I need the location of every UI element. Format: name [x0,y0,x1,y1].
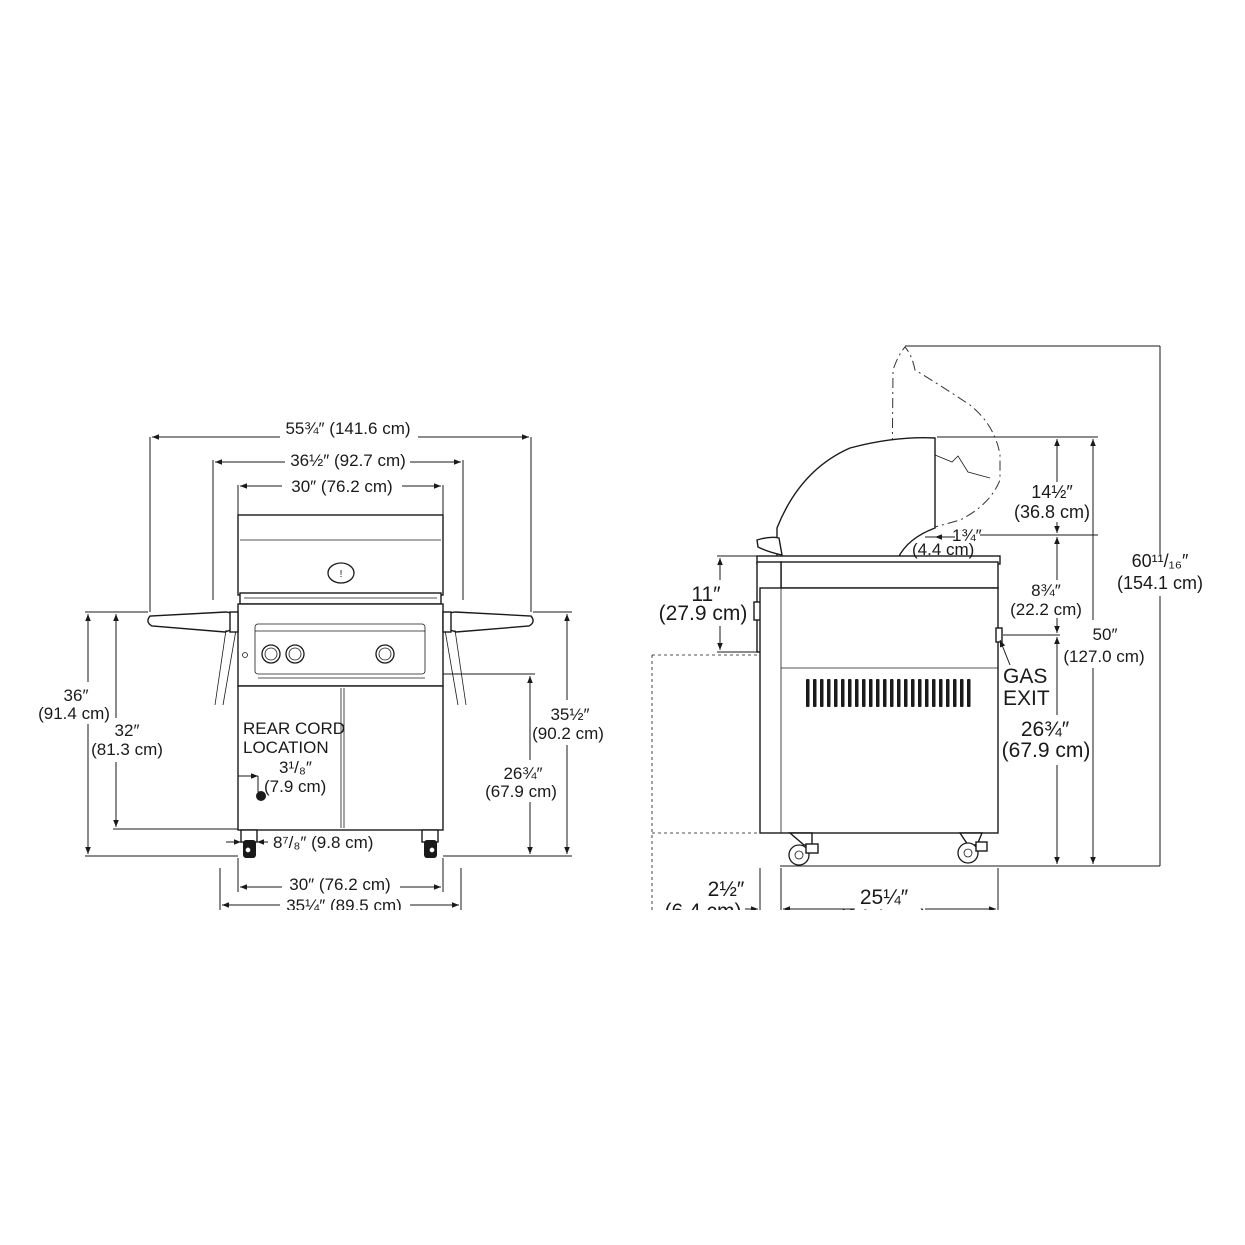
vent-slot [932,679,936,707]
control-height-in: 35½″ [550,705,589,724]
vent-slot [813,679,817,707]
rear-clearance-in: 2½″ [708,878,745,901]
vent-slot [841,679,845,707]
side-view: GAS EXIT 11″ (27.9 cm) 14½″ (36.8 c [651,345,1203,929]
hood-width-label: 36½″ (92.7 cm) [290,451,406,470]
hood-depth-in: 14½″ [1031,482,1073,502]
thermometer-icon [327,562,355,584]
gas-exit-fitting [995,627,1003,643]
front-right-caster [421,829,439,858]
caster-offset-label: 8⁷/₈″ (9.8 cm) [273,833,373,852]
side-handle [756,536,783,556]
vent-slot [834,679,838,707]
side-rear-caster [957,832,988,864]
handle-dimension-cm: (27.9 cm) [659,602,748,625]
shelf-height-in: 32″ [115,721,140,740]
side-hood [776,437,936,559]
closed-height-cm: (127.0 cm) [1063,647,1144,666]
control-height-cm: (90.2 cm) [532,724,604,743]
side-cart [759,587,999,834]
grill-width-dimension: 30″ (76.2 cm) [237,477,444,515]
rear-cord-label-2: LOCATION [243,738,329,757]
firebox [780,561,999,589]
vent-slot [862,679,866,707]
hood-width-dimension: 36½″ (92.7 cm) [212,451,464,600]
base-width-label: 35¼″ (89.5 cm) [286,896,402,915]
overall-width-dimension: 55¾″ (141.6 cm) [149,419,532,612]
vent-slot [953,679,957,707]
vent-slot [869,679,873,707]
shelf-height-cm: (81.3 cm) [91,740,163,759]
vent-slot [946,679,950,707]
cord-offset-cm: (7.9 cm) [264,777,326,796]
vent-slot [820,679,824,707]
open-hood-outline [891,346,1001,528]
cart-height-in: 26¾″ [503,764,542,783]
vent-slot [960,679,964,707]
left-side-shelf [147,611,237,633]
side-cart-height-cm: (67.9 cm) [1002,739,1091,762]
side-cart-height-in: 26¾″ [1021,718,1070,741]
max-height-in: 60¹¹/₁₆″ [1132,551,1189,571]
vent-slot [918,679,922,707]
lip-dimension-cm: (4.4 cm) [912,540,974,559]
rear-cord-port-icon [256,791,266,801]
rear-clearance-cm: (6.4 cm) [664,900,741,923]
vent-slot [890,679,894,707]
vent-slot [939,679,943,707]
vent-slot [876,679,880,707]
gas-exit-label-1: GAS [1003,665,1047,688]
overall-width-label: 55¾″ (141.6 cm) [285,419,410,438]
cart-width-label: 30″ (76.2 cm) [289,875,390,894]
front-left-caster [240,829,258,858]
hood-depth-cm: (36.8 cm) [1014,502,1090,522]
cart-height-cm: (67.9 cm) [485,782,557,801]
vent-slot [848,679,852,707]
vent-slot [855,679,859,707]
cord-offset-in: 3¹/₈″ [279,758,312,777]
thermometer-mark: ! [340,569,343,580]
lip-dimension-in: 1¾″ [952,526,982,545]
max-height-cm: (154.1 cm) [1117,573,1203,593]
gas-exit-offset-in: 8¾″ [1031,581,1061,600]
vent-slot [904,679,908,707]
handle-dimension-in: 11″ [691,583,721,606]
front-view: 55¾″ (141.6 cm) 36½″ (92.7 cm) 30″ (76.2… [38,419,604,915]
right-side-shelf [444,611,534,633]
rear-cord-label-1: REAR CORD [243,719,345,738]
vent-slot [967,679,971,707]
vent-slot [827,679,831,707]
gas-exit-label-2: EXIT [1003,687,1050,710]
closed-height-in: 50″ [1093,625,1118,644]
cart-body [237,685,444,831]
vent-slot [911,679,915,707]
vent-slot [883,679,887,707]
side-height-in: 36″ [64,686,89,705]
side-vent-slots [806,679,971,707]
grill-width-label: 30″ (76.2 cm) [291,477,392,496]
side-front-caster [788,832,819,866]
depth-cm: (64.1 cm) [839,906,928,929]
vent-slot [806,679,810,707]
side-height-cm: (91.4 cm) [38,704,110,723]
gas-exit-offset-cm: (22.2 cm) [1010,600,1082,619]
vent-slot [925,679,929,707]
hood-handle [239,592,442,605]
vent-slot [897,679,901,707]
depth-in: 25¼″ [860,886,909,909]
